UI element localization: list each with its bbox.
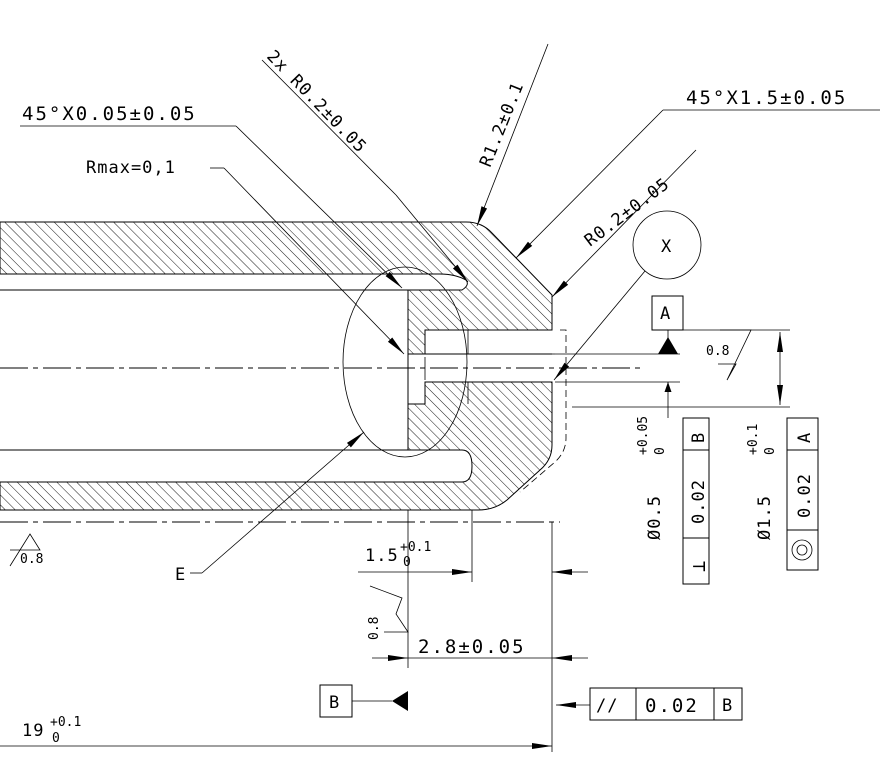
callout-radius-r02: R0.2±0.05 [551, 149, 697, 298]
par-value: 0.02 [645, 695, 699, 717]
view-x-label: X [661, 237, 672, 257]
par-datum: B [722, 696, 733, 716]
datum-b-label: B [329, 693, 340, 713]
d19-lower: 0 [52, 731, 60, 746]
callout-view-x: X [553, 210, 702, 381]
datum-b-group: B [319, 684, 408, 718]
bottom-wall-section [0, 381, 553, 511]
sf-top-value: 0.8 [706, 344, 729, 359]
part-section [0, 221, 640, 752]
callout-rmax: Rmax=0,1 [86, 158, 405, 355]
concentricity-frame: A 0.02 [786, 417, 819, 571]
perp-datum: B [689, 432, 709, 443]
perpendicularity-frame: B 0.02 ⊥ [682, 417, 710, 585]
datum-b-box [319, 684, 353, 718]
dia05-upper: +0.05 [636, 416, 651, 455]
callout-chamfer-large: 45°X1.5±0.05 [515, 87, 880, 259]
parallelism-icon: // [596, 696, 618, 716]
radius-r02-text: R0.2±0.05 [581, 174, 674, 251]
rmax-text: Rmax=0,1 [86, 158, 176, 178]
conc-value: 0.02 [795, 473, 815, 518]
datum-a-box [651, 295, 684, 331]
dim-19: 19 +0.1 0 [0, 715, 552, 749]
datum-a-label: A [660, 304, 671, 324]
perpendicularity-icon: ⊥ [688, 559, 710, 572]
radius-2x-text: 2x R0.2±0.05 [262, 47, 370, 158]
radius-r12-text: R1.2±0.1 [476, 79, 528, 170]
dim-2-8: 2.8±0.05 [372, 636, 588, 661]
sf-bottom-value: 0.8 [367, 617, 382, 640]
detail-e-ellipse [342, 266, 468, 458]
d19-nominal: 19 [22, 721, 44, 741]
sf-left-value: 0.8 [20, 552, 43, 567]
dia15-upper: +0.1 [746, 424, 761, 455]
chamfer-small-text: 45°X0.05±0.05 [22, 103, 197, 125]
parallelism-frame: // 0.02 B [556, 687, 743, 721]
d15-lower: 0 [403, 555, 411, 570]
d15-nominal: 1.5 [365, 546, 399, 566]
chamfer-large-text: 45°X1.5±0.05 [686, 87, 847, 109]
surface-finish-top: 0.8 [706, 329, 752, 381]
concentricity-icon [791, 539, 813, 561]
top-wall-section [0, 221, 553, 355]
dim-1-5: 1.5 +0.1 0 [358, 540, 588, 575]
d19-upper: +0.1 [50, 715, 81, 730]
datum-a-group: A Ø0.5 +0.05 0 B 0.02 ⊥ [555, 295, 710, 585]
callout-radius-r12: R1.2±0.1 [476, 43, 549, 227]
dia15-lower: 0 [763, 447, 778, 455]
callout-chamfer-small: 45°X0.05±0.05 [20, 103, 403, 289]
surface-finish-left: 0.8 [9, 533, 43, 567]
d28-text: 2.8±0.05 [418, 636, 526, 658]
dia15-nominal: Ø1.5 [755, 495, 775, 540]
conc-datum: A [795, 432, 815, 443]
surface-finish-bottom: 0.8 [367, 585, 409, 640]
dia05-nominal: Ø0.5 [645, 495, 665, 540]
dia05-lower: 0 [653, 447, 668, 455]
dia15-group: Ø1.5 +0.1 0 A 0.02 [572, 329, 819, 571]
detail-e-label: E [175, 565, 186, 585]
perp-value: 0.02 [689, 479, 709, 524]
d15-upper: +0.1 [400, 540, 431, 555]
callout-detail-e: E [175, 431, 365, 585]
